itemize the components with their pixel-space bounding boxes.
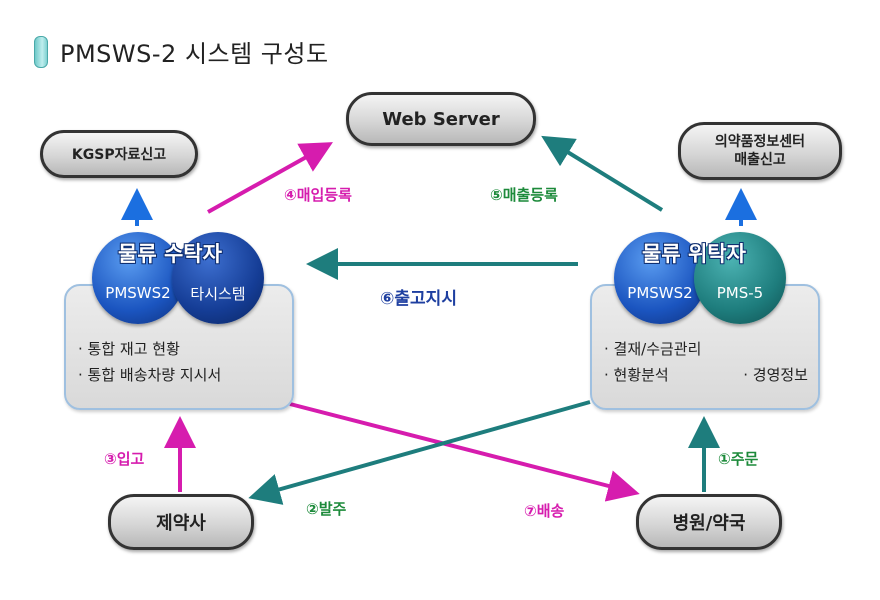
arrow-f2 (248, 400, 591, 505)
flow-label-1: ①주문 (718, 450, 759, 468)
left-item-2: · 통합 배송차량 지시서 (78, 366, 222, 384)
flow-label-5: ⑤매출등록 (490, 186, 558, 204)
info-center-line-2: 매출신고 (734, 152, 786, 168)
left-group-heading: 물류 수탁자 (118, 242, 222, 266)
left-item-1: · 통합 재고 현황 (78, 340, 180, 358)
left-circle-pmsws2: PMSWS2 (92, 232, 184, 324)
right-item-1: · 결재/수금관리 (604, 340, 702, 358)
right-circle-pms5: PMS-5 (694, 232, 786, 324)
left-circle-a-label: PMSWS2 (105, 284, 171, 302)
right-circle-b-label: PMS-5 (716, 284, 764, 302)
pharma-node: 제약사 (108, 494, 254, 550)
info-center-line-1: 의약품정보센터 (714, 134, 806, 150)
arrow-f7 (289, 402, 640, 502)
right-item-2: · 현황분석 (604, 366, 669, 384)
flow-label-4: ④매입등록 (284, 186, 352, 204)
info-center-node: 의약품정보센터 매출신고 (678, 122, 842, 180)
web-server-node: Web Server (346, 92, 536, 146)
right-circle-a-label: PMSWS2 (627, 284, 693, 302)
arrow-f4 (207, 142, 333, 214)
left-circle-b-label: 타시스템 (190, 284, 246, 303)
right-panel-items: · 결재/수금관리 · 현황분석 · 경영정보 (604, 336, 808, 388)
kgsp-node: KGSP자료신고 (40, 130, 198, 178)
hospital-node: 병원/약국 (636, 494, 782, 550)
arrow-f5 (541, 135, 664, 212)
title-text: PMSWS-2 시스템 구성도 (60, 40, 329, 68)
right-item-3: · 경영정보 (743, 366, 808, 384)
right-circle-pmsws2: PMSWS2 (614, 232, 706, 324)
flow-label-2: ②발주 (306, 500, 347, 518)
left-panel-items: · 통합 재고 현황 · 통합 배송차량 지시서 (78, 336, 221, 388)
flow-label-7: ⑦배송 (524, 502, 565, 520)
diagram-title: PMSWS-2 시스템 구성도 (34, 34, 329, 69)
flow-label-3: ③입고 (104, 450, 145, 468)
right-group-heading: 물류 위탁자 (642, 242, 746, 266)
title-accent-bar (34, 35, 48, 68)
flow-label-6: ⑥출고지시 (380, 289, 457, 309)
left-circle-other-system: 타시스템 (172, 232, 264, 324)
